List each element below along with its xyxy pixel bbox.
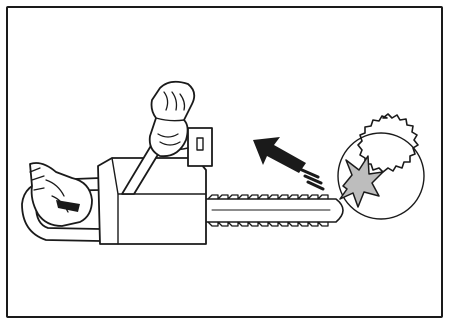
chainsaw-bar <box>205 195 343 226</box>
kickback-direction-arrow-icon <box>253 137 323 189</box>
gloved-left-hand-icon <box>30 163 92 226</box>
